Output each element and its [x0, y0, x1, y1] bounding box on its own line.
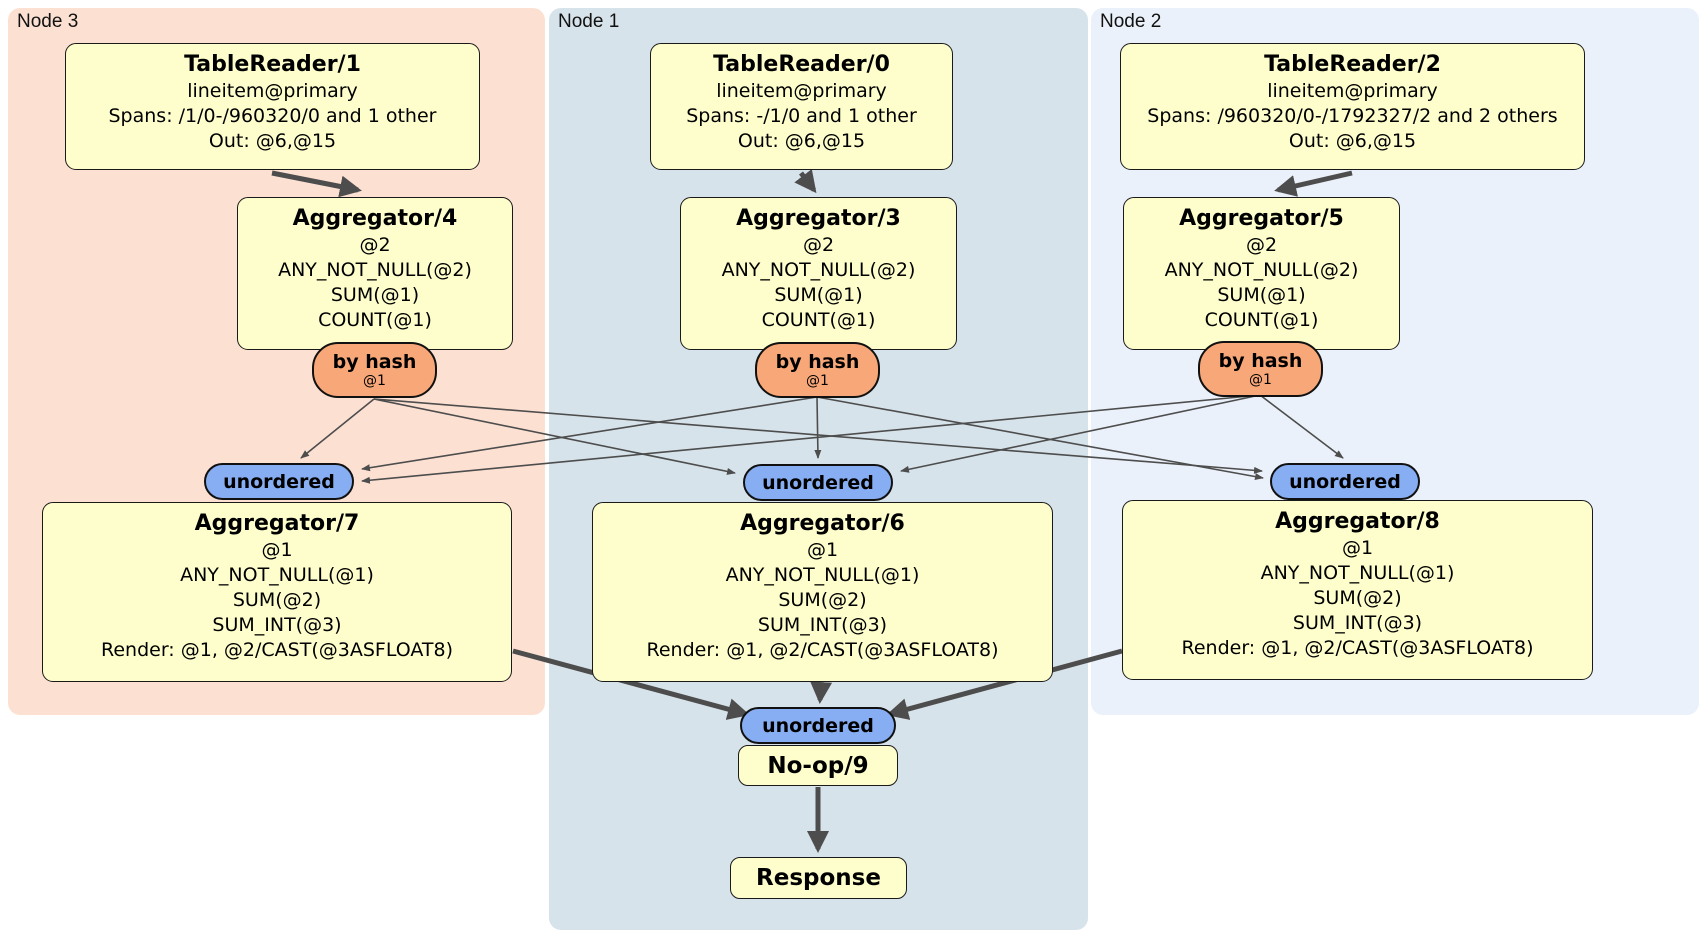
processor-title: Aggregator/5	[1179, 206, 1344, 231]
stream-label: unordered	[762, 714, 874, 737]
processor-line: ANY_NOT_NULL(@1)	[1260, 562, 1455, 584]
edge-tablereader2-to-aggregator5	[1274, 170, 1353, 197]
processor-title: Response	[756, 865, 881, 891]
edge-byhash2-to-unordered7	[361, 394, 1261, 484]
processor-line: @1	[806, 539, 839, 561]
processor-line: Render: @1, @2/CAST(@3ASFLOAT8)	[101, 639, 453, 661]
processor-title: No-op/9	[767, 752, 869, 779]
response-box: Response	[730, 857, 907, 899]
processor-line: @1	[1341, 537, 1374, 559]
stream-label: unordered	[762, 471, 874, 494]
processor-aggregator-6: Aggregator/6 @1 ANY_NOT_NULL(@1) SUM(@2)…	[592, 502, 1053, 682]
router-detail: @1	[1249, 371, 1272, 388]
processor-line: SUM_INT(@3)	[212, 614, 342, 636]
processor-line: Spans: -/1/0 and 1 other	[686, 105, 917, 127]
router-by-hash-node3: by hash @1	[312, 342, 437, 398]
processor-line: SUM(@2)	[232, 589, 322, 611]
router-by-hash-node2: by hash @1	[1198, 341, 1323, 397]
processor-line: Out: @6,@15	[737, 130, 866, 152]
processor-line: ANY_NOT_NULL(@1)	[180, 564, 374, 586]
processor-line: SUM(@1)	[1217, 284, 1306, 306]
edge-byhash1-to-unordered8	[816, 396, 1264, 481]
edge-aggregator7-to-unordered9	[512, 648, 750, 720]
processor-title: Aggregator/4	[292, 206, 458, 231]
edge-byhash3-to-unordered6	[373, 398, 736, 475]
router-by-hash-node1: by hash @1	[755, 342, 880, 398]
edge-aggregator8-to-unordered9	[886, 648, 1123, 720]
edge-byhash2-to-unordered6	[900, 394, 1261, 473]
processor-tablereader-0: TableReader/0 lineitem@primary Spans: -/…	[650, 43, 953, 170]
processor-line: lineitem@primary	[716, 80, 887, 102]
router-detail: @1	[363, 372, 386, 389]
edge-tablereader1-to-aggregator4	[271, 170, 362, 198]
processor-line: ANY_NOT_NULL(@2)	[1164, 259, 1359, 281]
processor-line: Spans: /960320/0-/1792327/2 and 2 others	[1147, 105, 1558, 127]
processor-aggregator-5: Aggregator/5 @2 ANY_NOT_NULL(@2) SUM(@1)…	[1123, 197, 1400, 350]
processor-line: SUM(@1)	[330, 284, 420, 306]
processor-title: TableReader/2	[1264, 52, 1441, 77]
router-label: by hash	[1218, 349, 1303, 372]
edge-byhash3-to-unordered7	[300, 398, 375, 459]
stream-unordered-node2: unordered	[1270, 463, 1420, 500]
processor-line: @2	[802, 234, 835, 256]
processor-line: SUM_INT(@3)	[757, 614, 888, 636]
processor-line: Out: @6,@15	[1288, 130, 1417, 152]
processor-line: Spans: /1/0-/960320/0 and 1 other	[108, 105, 437, 127]
processor-line: ANY_NOT_NULL(@2)	[721, 259, 916, 281]
processor-line: ANY_NOT_NULL(@2)	[278, 259, 472, 281]
region-label-node3: Node 3	[17, 11, 79, 32]
region-label-node1: Node 1	[558, 11, 620, 32]
processor-line: @2	[359, 234, 391, 256]
edge-byhash2-to-unordered8	[1259, 394, 1344, 459]
processor-line: SUM(@2)	[778, 589, 867, 611]
processor-title: Aggregator/8	[1275, 509, 1440, 534]
processor-noop-9: No-op/9	[738, 745, 898, 786]
region-label-node2: Node 2	[1100, 11, 1162, 32]
edge-aggregator6-to-unordered9	[810, 681, 833, 704]
edge-byhash1-to-unordered7	[361, 396, 818, 472]
router-label: by hash	[775, 350, 860, 373]
processor-line: COUNT(@1)	[761, 309, 876, 331]
processor-aggregator-8: Aggregator/8 @1 ANY_NOT_NULL(@1) SUM(@2)…	[1122, 500, 1593, 680]
edge-tablereader0-to-aggregator3	[794, 169, 817, 194]
processor-title: TableReader/0	[713, 52, 890, 77]
processor-line: @1	[261, 539, 293, 561]
processor-line: @2	[1245, 234, 1278, 256]
processor-line: Render: @1, @2/CAST(@3ASFLOAT8)	[1181, 637, 1534, 659]
router-label: by hash	[332, 350, 417, 373]
processor-title: TableReader/1	[184, 52, 361, 77]
stream-unordered-node1: unordered	[743, 464, 893, 501]
router-detail: @1	[806, 372, 829, 389]
processor-line: SUM_INT(@3)	[1292, 612, 1423, 634]
stream-unordered-final: unordered	[740, 707, 896, 744]
processor-line: SUM(@1)	[774, 284, 863, 306]
processor-aggregator-4: Aggregator/4 @2 ANY_NOT_NULL(@2) SUM(@1)…	[237, 197, 513, 350]
processor-line: Render: @1, @2/CAST(@3ASFLOAT8)	[646, 639, 999, 661]
stream-label: unordered	[223, 470, 335, 493]
stream-label: unordered	[1289, 470, 1401, 493]
processor-title: Aggregator/3	[736, 206, 901, 231]
processor-line: ANY_NOT_NULL(@1)	[725, 564, 920, 586]
stream-unordered-node3: unordered	[204, 463, 354, 500]
processor-tablereader-1: TableReader/1 lineitem@primary Spans: /1…	[65, 43, 480, 170]
processor-line: Out: @6,@15	[208, 130, 337, 152]
processor-title: Aggregator/6	[740, 511, 905, 536]
processor-line: COUNT(@1)	[318, 309, 432, 331]
processor-aggregator-7: Aggregator/7 @1 ANY_NOT_NULL(@1) SUM(@2)…	[42, 502, 512, 682]
processor-title: Aggregator/7	[194, 511, 360, 536]
processor-line: lineitem@primary	[187, 80, 358, 102]
processor-aggregator-3: Aggregator/3 @2 ANY_NOT_NULL(@2) SUM(@1)…	[680, 197, 957, 350]
processor-line: SUM(@2)	[1313, 587, 1402, 609]
processor-line: COUNT(@1)	[1204, 309, 1319, 331]
processor-tablereader-2: TableReader/2 lineitem@primary Spans: /9…	[1120, 43, 1585, 170]
edge-byhash1-to-unordered6	[814, 396, 822, 459]
processor-line: lineitem@primary	[1267, 80, 1438, 102]
